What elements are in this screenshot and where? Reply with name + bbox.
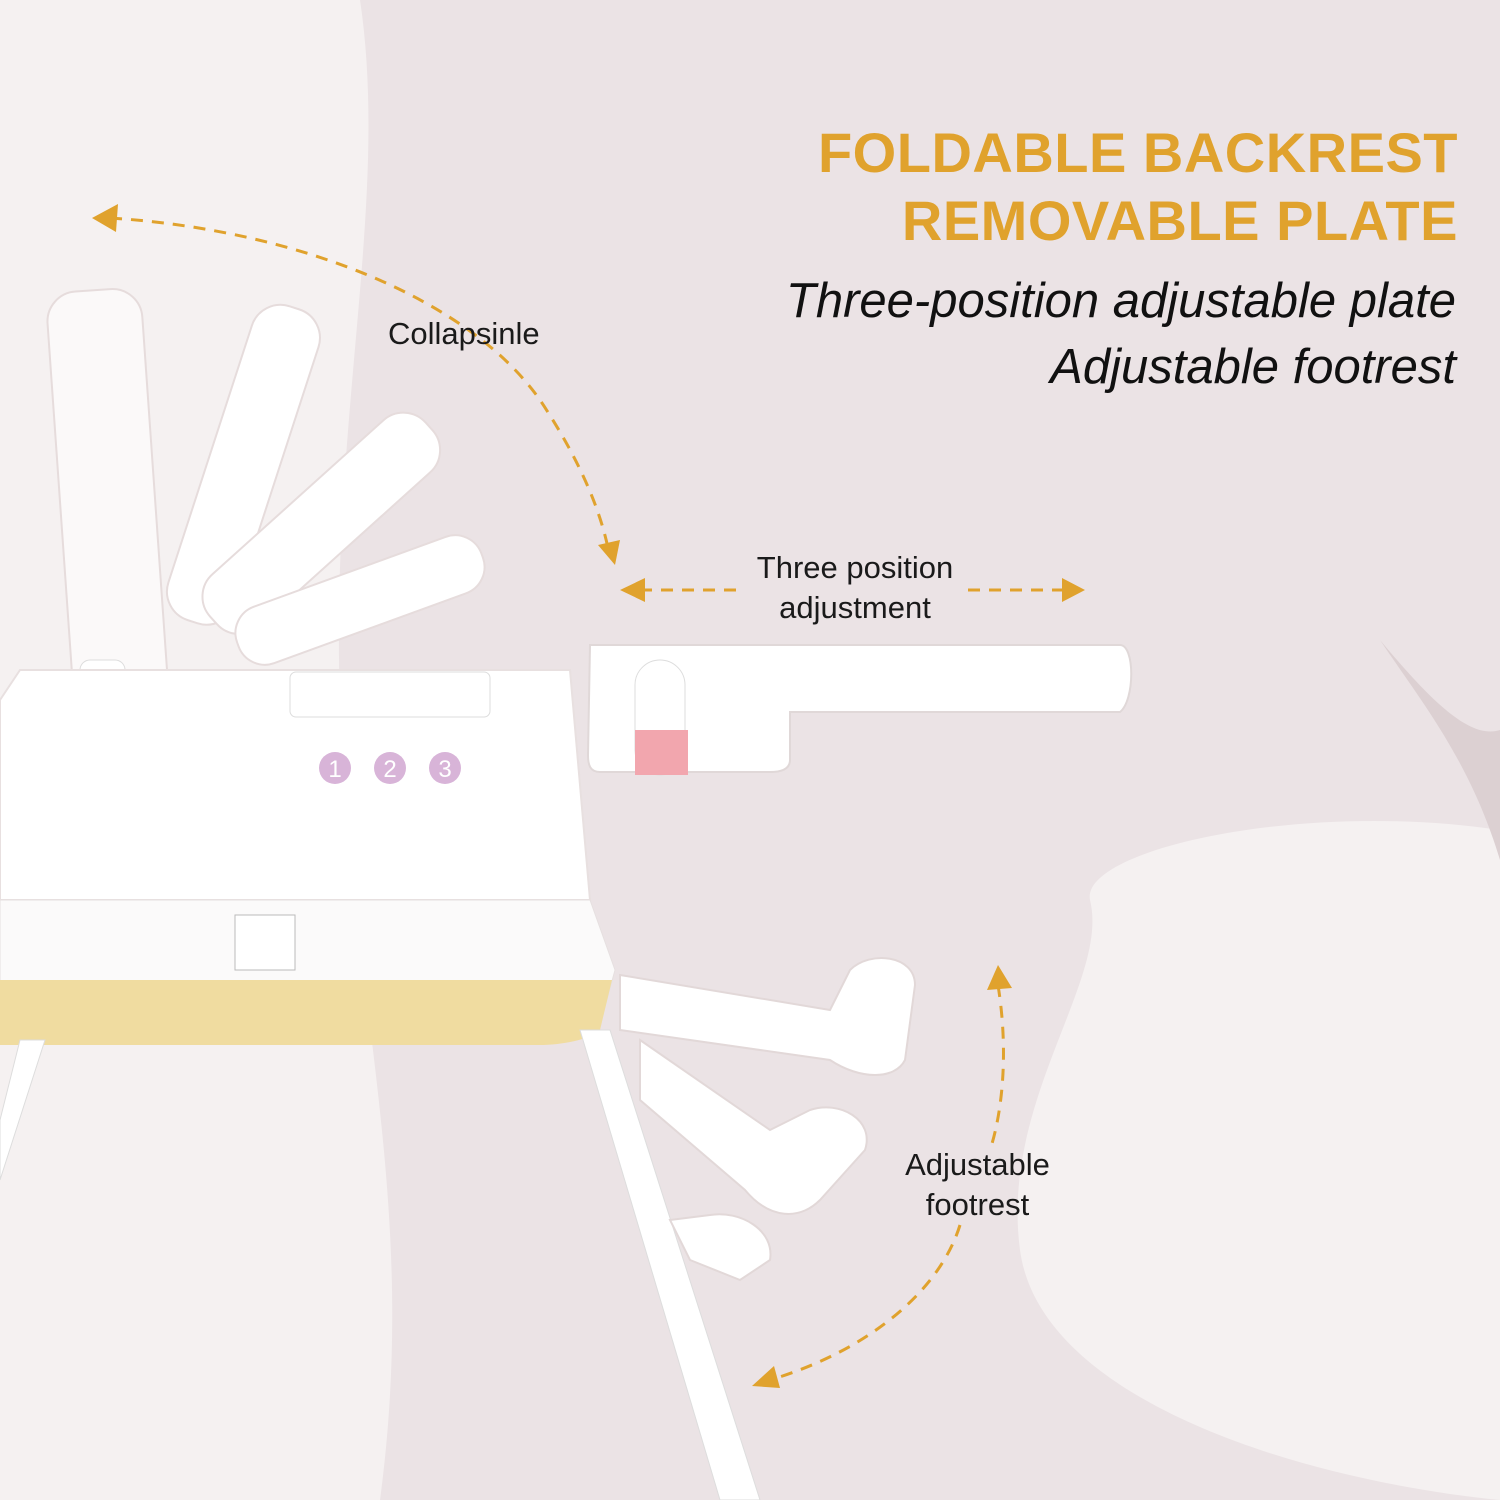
- plate-callout: Three position adjustment: [735, 548, 975, 627]
- footrest-callout: Adjustable footrest: [880, 1145, 1075, 1224]
- removable-plate: [586, 644, 1133, 773]
- backrest-callout: Collapsinle: [388, 316, 540, 351]
- backrest-arc-arrow: [109, 216, 610, 549]
- dashed-arrows: [109, 216, 1068, 1382]
- headline-line-2: REMOVABLE PLATE: [901, 189, 1458, 252]
- seat-base: [0, 980, 612, 1045]
- position-marker-1-label: 1: [328, 756, 341, 783]
- position-marker-1: [319, 752, 351, 784]
- background-blob-right: [1017, 820, 1500, 1500]
- arrow-heads: [92, 204, 1085, 1388]
- headline-line-1: FOLDABLE BACKREST: [817, 121, 1458, 184]
- background-blob-top-right: [1380, 640, 1500, 860]
- rear-leg: [0, 1039, 46, 1181]
- footrest-callout-line-1: Adjustable: [905, 1147, 1050, 1182]
- position-marker-3: [429, 752, 461, 784]
- plate-pink-clip: [635, 730, 688, 775]
- feature-line-2: Adjustable footrest: [1050, 340, 1456, 394]
- footrest-callout-line-2: footrest: [925, 1186, 1030, 1222]
- plate-callout-line-1: Three position: [756, 550, 954, 585]
- plate-callout-line-2: adjustment: [779, 589, 931, 625]
- backrest-positions: [46, 288, 486, 712]
- position-markers: 1 2 3: [319, 752, 461, 784]
- position-marker-2-label: 2: [383, 756, 396, 783]
- front-leg: [579, 1029, 761, 1500]
- position-marker-2: [374, 752, 406, 784]
- footrest-positions: [619, 957, 917, 1282]
- feature-line-1: Three-position adjustable plate: [785, 274, 1456, 328]
- position-marker-3-label: 3: [438, 756, 451, 783]
- footrest-arc-arrow: [769, 984, 1005, 1382]
- buckle: [234, 914, 296, 971]
- plate-rail: [289, 671, 491, 718]
